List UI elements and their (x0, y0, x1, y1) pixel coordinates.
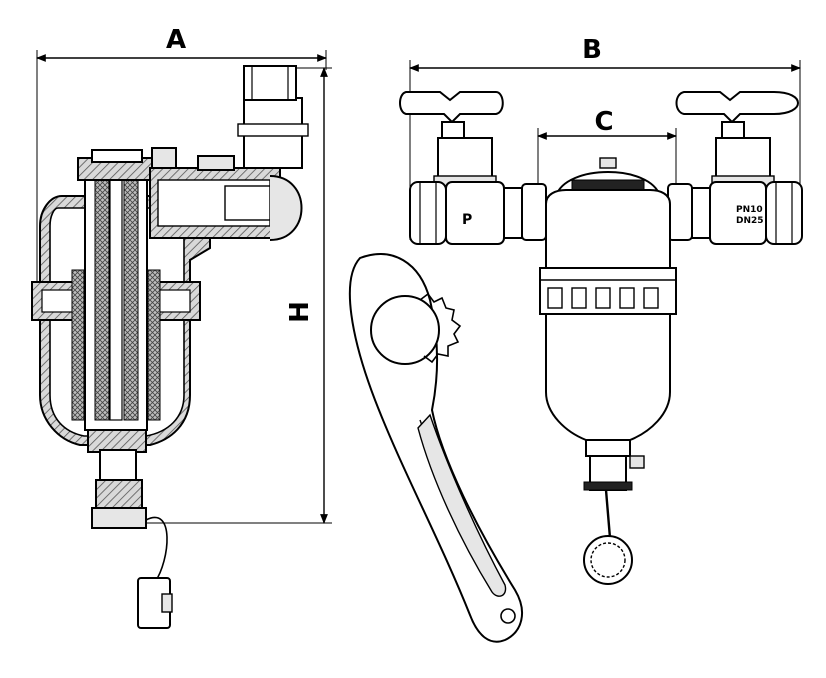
valve-right-mark-pn: PN10 (736, 205, 763, 215)
label-h: H (285, 301, 315, 323)
dimension-a (36, 50, 327, 290)
filter-bowl (545, 313, 671, 441)
valve-left-mark: P (462, 212, 472, 228)
external-view (399, 60, 803, 585)
sectional-view (31, 50, 332, 629)
label-a: A (166, 25, 186, 55)
label-b: B (582, 35, 602, 65)
right-valve-handle (675, 91, 799, 124)
label-c: C (594, 107, 613, 137)
wrench (348, 253, 523, 643)
mesh-coils (71, 269, 161, 421)
left-valve-handle (399, 91, 504, 124)
valve-right-mark-dn: DN25 (736, 216, 764, 226)
filter-upper-body (545, 189, 671, 269)
wrench-ring (370, 295, 440, 365)
